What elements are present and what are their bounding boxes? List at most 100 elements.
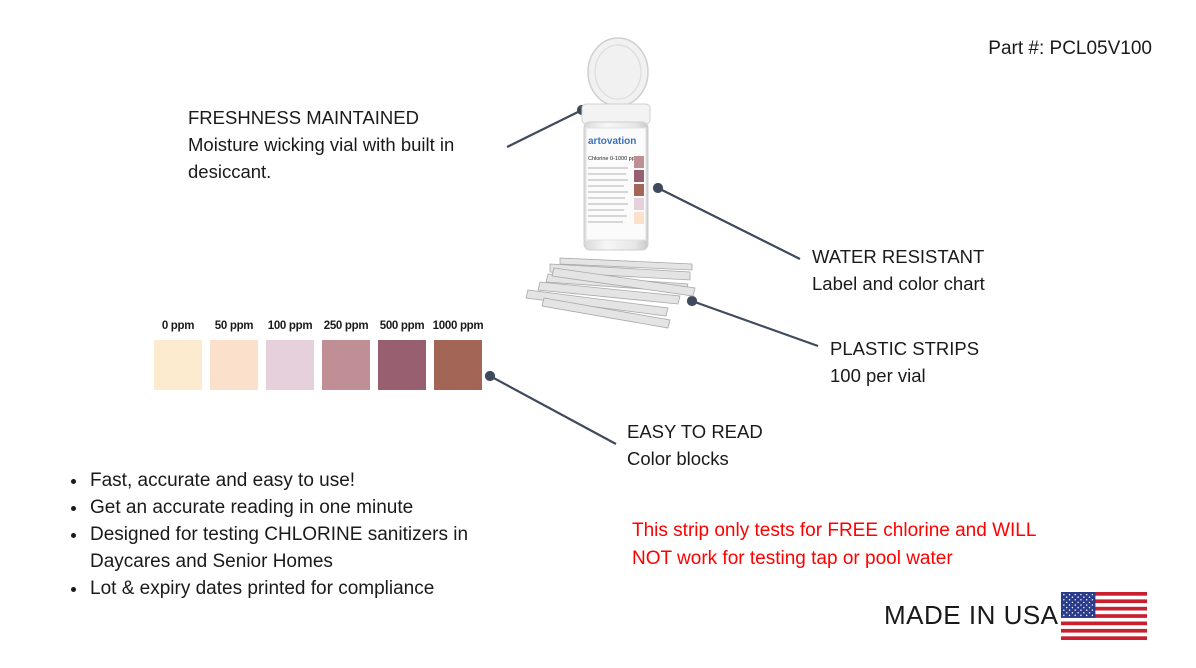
flag-star [1065,606,1068,609]
flag-star [1063,604,1065,606]
flag-star [1091,609,1094,611]
flag-star [1077,596,1079,598]
chart-label-1000: 1000 ppm [432,320,484,332]
callout-easy: EASY TO READ Color blocks [627,418,763,472]
flag-star [1083,601,1085,604]
made-in-usa: MADE IN USA [884,600,1059,630]
flag-star [1088,596,1091,598]
flag-star [1063,614,1065,617]
water-title: WATER RESISTANT [812,246,985,267]
swatch-250 [322,340,370,390]
easy-line1: Color blocks [627,448,729,469]
warning-line2: NOT work for testing tap or pool water [632,548,953,569]
callout-water: WATER RESISTANT Label and color chart [812,243,985,297]
chart-label-50: 50 ppm [214,320,254,332]
flag-star [1068,604,1071,606]
color-chart-labels: 0 ppm 50 ppm 100 ppm 250 ppm 500 ppm 100… [150,320,486,332]
freshness-line1: Moisture wicking vial with built in [188,134,455,155]
flag-star [1071,606,1074,609]
feature-item: Get an accurate reading in one minute [88,494,468,521]
flag-star [1085,604,1088,606]
flag-star [1077,606,1079,609]
swatch-50 [210,340,258,390]
flag-star [1074,614,1076,617]
flag-star [1074,593,1076,596]
flag-star [1071,611,1074,614]
flag-star [1080,599,1082,601]
flag-star [1065,596,1068,598]
flag-star [1083,606,1085,609]
leader-plastic [691,299,819,348]
leader-dot-easy [484,370,496,382]
callout-freshness: FRESHNESS MAINTAINED Moisture wicking vi… [188,104,454,185]
leader-easy [489,375,617,445]
swatch-500 [378,340,426,390]
feature-item: Designed for testing CHLORINE sanitizers… [88,521,468,575]
leader-water [657,187,801,260]
flag-star [1085,599,1088,601]
freshness-title: FRESHNESS MAINTAINED [188,107,419,128]
flag-star [1088,606,1091,609]
flag-star [1068,614,1071,617]
color-chart: 0 ppm 50 ppm 100 ppm 250 ppm 500 ppm 100… [150,320,486,390]
flag-star [1063,599,1065,601]
flag-star [1063,593,1065,596]
flag-star [1080,614,1082,617]
flag-star [1091,604,1094,606]
color-chart-swatches [150,340,486,390]
easy-title: EASY TO READ [627,421,763,442]
flag-star [1088,611,1091,614]
feature-list: Fast, accurate and easy to use! Get an a… [60,467,468,602]
chart-label-250: 250 ppm [323,320,369,332]
product-image: artovation Chlorine 0-1000 ppm [525,37,696,329]
flag-star [1077,601,1079,604]
flag-star [1071,601,1074,604]
flag-star [1065,601,1068,604]
flag-star [1083,596,1085,598]
vial-brand: artovation [588,136,636,147]
flag-star [1068,599,1071,601]
flag-star [1080,593,1082,596]
leader-freshness [506,109,583,148]
flag-star [1074,609,1076,611]
flag-star [1063,609,1065,611]
plastic-title: PLASTIC STRIPS [830,338,980,359]
plastic-line1: 100 per vial [830,365,926,386]
callout-plastic: PLASTIC STRIPS 100 per vial [830,335,979,389]
chart-label-500: 500 ppm [379,320,425,332]
vial-subtitle: Chlorine 0-1000 ppm [588,156,640,162]
flag-star [1080,604,1082,606]
flag-star [1091,593,1094,596]
flag-star [1085,593,1088,596]
flag-star [1085,609,1088,611]
flag-star [1080,609,1082,611]
warning-text: This strip only tests for FREE chlorine … [632,517,1036,573]
flag-star [1074,604,1076,606]
flag-star [1074,599,1076,601]
leader-dot-plastic [686,295,698,307]
us-flag-icon [1061,592,1147,640]
flag-star [1085,614,1088,617]
water-line1: Label and color chart [812,273,985,294]
warning-line1: This strip only tests for FREE chlorine … [632,520,1037,541]
flag-star [1091,599,1094,601]
feature-item-line1: Designed for testing CHLORINE sanitizers… [90,524,469,545]
flag-star [1077,611,1079,614]
vial-lid [587,37,649,107]
flag-star [1068,609,1071,611]
flag-star [1068,593,1071,596]
part-number: Part #: PCL05V100 [988,38,1152,59]
flag-star [1065,611,1068,614]
leader-dot-water [652,182,664,194]
flag-star [1071,596,1074,598]
feature-item: Lot & expiry dates printed for complianc… [88,575,468,602]
flag-star [1088,601,1091,604]
swatch-100 [266,340,314,390]
swatch-1000 [434,340,482,390]
vial-cap [581,103,651,125]
swatch-0 [154,340,202,390]
feature-item-line2: Daycares and Senior Homes [90,551,333,572]
freshness-line2: desiccant. [188,161,272,182]
flag-star [1091,614,1094,617]
vial-color-chart [634,156,644,224]
